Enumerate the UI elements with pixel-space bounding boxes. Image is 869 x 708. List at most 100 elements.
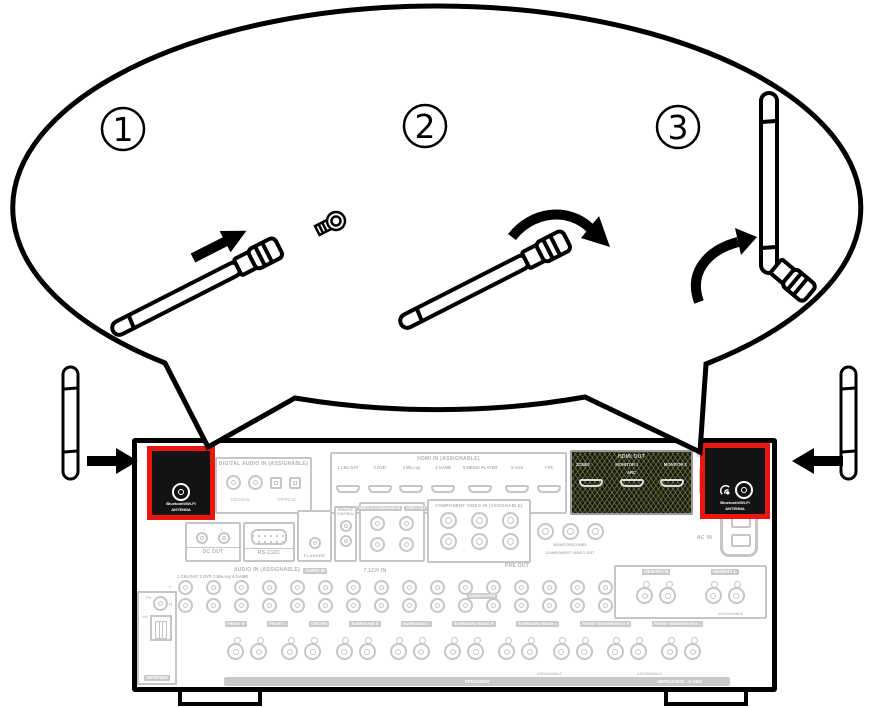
speaker-terminal-pair <box>498 637 539 660</box>
video-jack-icon <box>370 515 385 531</box>
binding-post-icon <box>629 637 647 660</box>
speech-bubble <box>10 3 864 456</box>
hdmi-port-icon <box>336 485 360 493</box>
rca-jack-icon <box>598 598 613 613</box>
step-2-number: 2 <box>415 107 436 146</box>
rca-jack-icon <box>262 598 277 613</box>
speaker-terminals-row <box>227 637 701 660</box>
coaxial-label: COAXIAL <box>230 497 251 502</box>
coaxial-jack-icon <box>226 475 241 490</box>
subwoofer-label: SUBWOOFER <box>467 593 498 599</box>
speaker-labels-row: FRONT R FRONT L CENTER SURROUND R SURROU… <box>225 621 703 627</box>
speaker-terminal-pair <box>704 581 745 605</box>
antenna-port-highlight-right: Bluetooth/Wi-Fi ANTENNA <box>700 443 770 519</box>
remote-control-label: REMOTE CONTROL <box>336 508 355 516</box>
binding-post-icon <box>661 637 678 660</box>
rca-jack-icon <box>402 598 417 613</box>
digital-audio-in-section: DIGITAL AUDIO IN (ASSIGNABLE) COAXIAL OP… <box>215 457 312 514</box>
speaker-terminal-pair <box>335 637 376 660</box>
speakers-bar: SPEAKERS IMPEDANCE : 4~16Ω <box>224 677 730 686</box>
pre-out-header: PRE OUT <box>504 563 530 569</box>
audio-in-header: AUDIO IN (ASSIGNABLE) <box>233 567 301 573</box>
speaker-label: SURROUND BACK L <box>515 621 560 627</box>
speaker-terminal-pair <box>606 637 647 660</box>
rca-jack-icon <box>346 580 361 595</box>
hdmi-port-icon <box>537 485 561 493</box>
rca-jack-icon <box>514 598 529 613</box>
fm-label: FM <box>145 596 152 600</box>
digital-audio-jacks <box>217 475 310 490</box>
rca-row-right-channel <box>178 598 613 613</box>
speaker-terminal-pair <box>281 637 322 660</box>
hdmi-port-icon <box>431 485 456 493</box>
component-out-label: COMPONENT VIDEO OUT <box>545 549 595 555</box>
hdmi-port-icon <box>468 485 493 493</box>
height1-r-label: HEIGHT1 R <box>642 569 671 576</box>
ac-in-label: AC IN <box>697 535 713 541</box>
component-video-out-section: MONITOR/ZONE2 COMPONENT VIDEO OUT <box>533 520 607 564</box>
remote-jack-icon <box>339 534 352 547</box>
rca-jack-icon <box>458 580 473 595</box>
optical-label: OPTICAL <box>277 497 297 502</box>
left-pointer-arrow-icon <box>87 448 138 474</box>
antenna-port-highlight-left: Bluetooth/Wi-Fi ANTENNA <box>147 446 215 520</box>
binding-post-icon <box>659 581 677 605</box>
rca-jack-icon <box>542 598 557 613</box>
antenna-port-label: Bluetooth/Wi-Fi <box>720 500 750 506</box>
video-out-label: VIDEO OUT <box>404 506 428 511</box>
antenna-block-label: ANTENNA <box>144 674 170 681</box>
step-1-badge: 1 <box>100 106 146 152</box>
antenna-port-label: Bluetooth/Wi-Fi <box>166 501 196 507</box>
rca-jack-icon <box>178 598 193 613</box>
digital-audio-header: DIGITAL AUDIO IN (ASSIGNABLE) <box>218 461 309 467</box>
binding-post-icon <box>250 637 267 660</box>
rca-jack-icon <box>402 580 417 595</box>
hdmi-port-label: 1 CBL/SAT <box>337 465 359 470</box>
dc-jack-number: 1 <box>203 527 206 532</box>
flasher-label: FLASHER <box>304 553 325 558</box>
rca-jack-icon <box>290 580 305 595</box>
hdmi-port-icon <box>619 479 644 487</box>
assignable-label: ASSIGNABLE <box>537 672 562 676</box>
binding-post-icon <box>304 637 322 660</box>
component-out-label: MONITOR/ZONE2 <box>553 542 587 547</box>
rca-jack-icon <box>206 580 221 595</box>
component-jack-icon <box>470 533 488 550</box>
rca-jack-icon <box>346 598 361 613</box>
component-jack-icon <box>501 533 519 550</box>
rca-jack-icon <box>514 580 529 595</box>
hdmi-port-label: 2 DVD <box>373 465 386 470</box>
antenna-port-label: ANTENNA <box>171 507 191 513</box>
step-3-number: 3 <box>668 108 689 147</box>
remote-jack-icon <box>339 519 352 532</box>
step-3-badge: 3 <box>655 104 701 150</box>
am-terminal-icon <box>149 615 172 641</box>
remote-control-section: REMOTE CONTROL <box>334 506 357 562</box>
coaxial-jack-icon <box>248 475 263 490</box>
component-video-in-section: COMPONENT VIDEO IN (ASSIGNABLE) <box>427 499 531 563</box>
binding-post-icon <box>498 637 516 660</box>
component-jack-icon <box>536 523 554 540</box>
speakers-bar-label: SPEAKERS <box>464 679 490 684</box>
antenna-port-label: ANTENNA <box>725 506 745 512</box>
height1-speaker-section: HEIGHT1 R HEIGHT1 L ASSIGNABLE <box>614 565 767 619</box>
binding-post-icon <box>636 581 654 605</box>
rotate-arrow-icon <box>508 209 610 247</box>
speaker-terminal-pair <box>389 637 430 660</box>
step-1-number: 1 <box>113 110 134 149</box>
fm-am-antenna-section: FM AM ANTENNA <box>137 591 177 685</box>
raise-arrow-icon <box>690 228 757 304</box>
wifi-signal-icon <box>720 485 730 496</box>
binding-post-icon <box>412 637 430 660</box>
rca-jack-icon <box>430 598 445 613</box>
arc-label: ARC <box>626 470 637 475</box>
dc-jack-icon <box>196 532 208 544</box>
rca-jack-icon <box>542 580 557 595</box>
antenna-connector-icon <box>172 483 190 502</box>
rca-row-left-channel <box>178 580 613 595</box>
optical-jack-icon <box>270 476 282 489</box>
assignable-label: ASSIGNABLE <box>637 672 662 676</box>
speaker-terminal-pair <box>552 637 593 660</box>
dc-out-label: DC OUT <box>187 547 239 555</box>
hdmi-port-label: 4 GAME <box>435 465 452 470</box>
